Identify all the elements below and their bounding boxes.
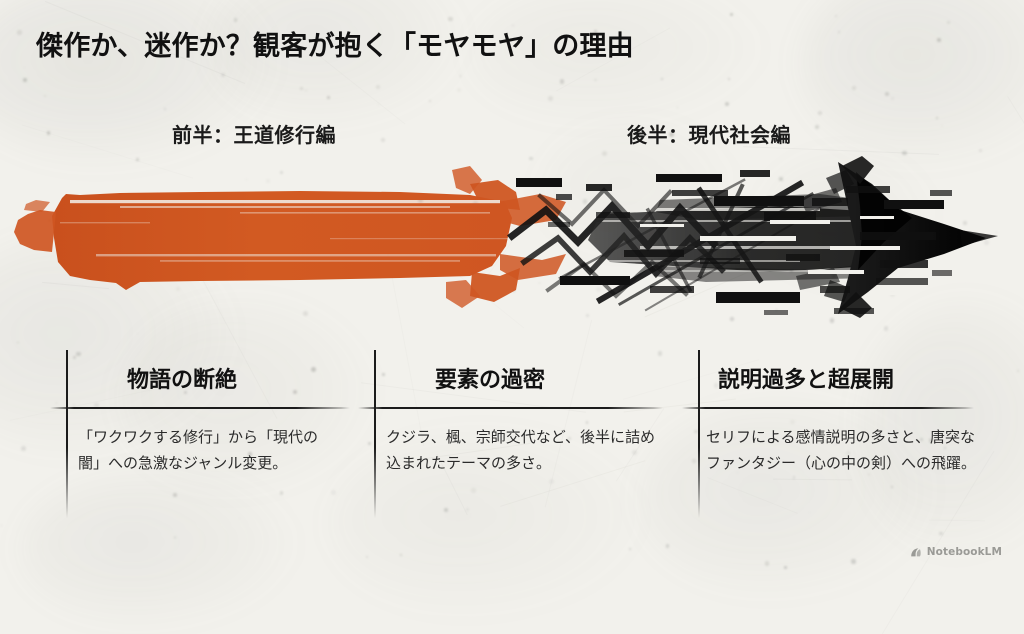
page-title: 傑作か、迷作か？観客が抱く「モヤモヤ」の理由 [36,31,634,62]
glitch-blocks [516,170,952,315]
phase-label-second-half: 後半：現代社会編 [627,123,791,147]
column-divider-2 [374,350,376,518]
orange-brush-stroke [14,166,566,308]
reasons-columns: 物語の断絶 「ワクワクする修行」から「現代の闇」への急激なジャンル変更。 要素の… [0,340,1024,520]
slide-canvas: 傑作か、迷作か？観客が抱く「モヤモヤ」の理由 前半：王道修行編 後半：現代社会編 [0,31,1024,558]
reason-body-3: セリフによる感情説明の多さと、唐突なファンタジー（心の中の剣）への飛躍。 [706,428,977,472]
reason-heading-3: 説明過多と超展開 [718,368,895,393]
reason-body-1: 「ワクワクする修行」から「現代の闇」への急激なジャンル変更。 [78,428,319,472]
notebooklm-watermark: NotebookLM [910,546,1002,558]
column-rule-1 [50,407,350,409]
column-divider-1 [66,350,68,518]
glitch-knockouts [640,216,910,295]
column-divider-3 [698,350,700,518]
transition-arrow-graphic [14,156,998,318]
reason-heading-2: 要素の過密 [435,368,546,393]
column-rule-3 [682,407,974,409]
notebooklm-logo-icon [910,547,922,558]
reason-heading-1: 物語の断絶 [127,368,238,393]
column-rule-2 [358,407,663,409]
phase-label-first-half: 前半：王道修行編 [172,123,336,147]
notebooklm-label: NotebookLM [926,546,1002,558]
reason-body-2: クジラ、楓、宗師交代など、後半に詰め込まれたテーマの多さ。 [386,428,655,472]
